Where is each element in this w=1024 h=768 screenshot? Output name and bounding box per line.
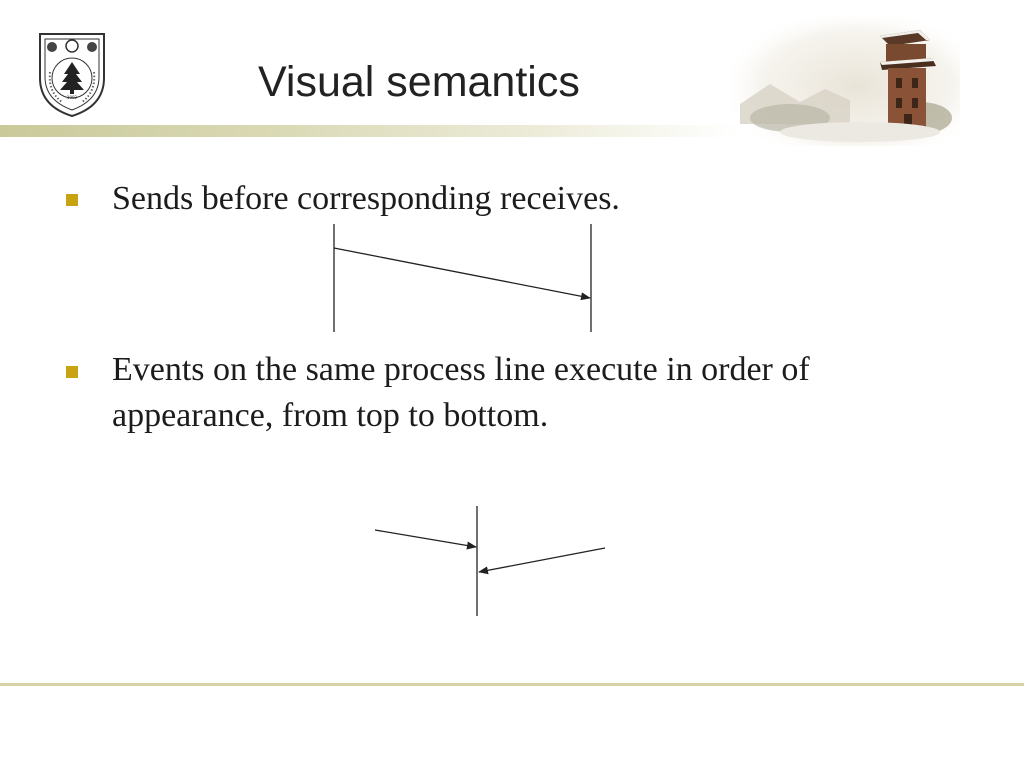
footer-rule [0,683,1024,686]
emblem-crest-center [65,39,79,53]
university-emblem-icon: 1902 [39,33,105,118]
incoming-arrow-1 [374,529,477,550]
bullet-1-text: Sends before corresponding receives. [112,180,620,217]
bullet-marker-icon [66,194,78,206]
message-arrow [333,247,591,301]
bullet-2-text: Events on the same process line execute … [112,351,810,434]
header-rule [0,125,740,137]
emblem-year: 1902 [67,95,78,100]
tower-photo [730,14,960,146]
emblem-tree [60,62,84,90]
emblem-crest-right [87,42,97,52]
incoming-arrow-2 [478,547,606,575]
bullet-marker-icon [66,366,78,378]
page-title: Visual semantics [258,58,580,106]
emblem-crest-left [47,42,57,52]
